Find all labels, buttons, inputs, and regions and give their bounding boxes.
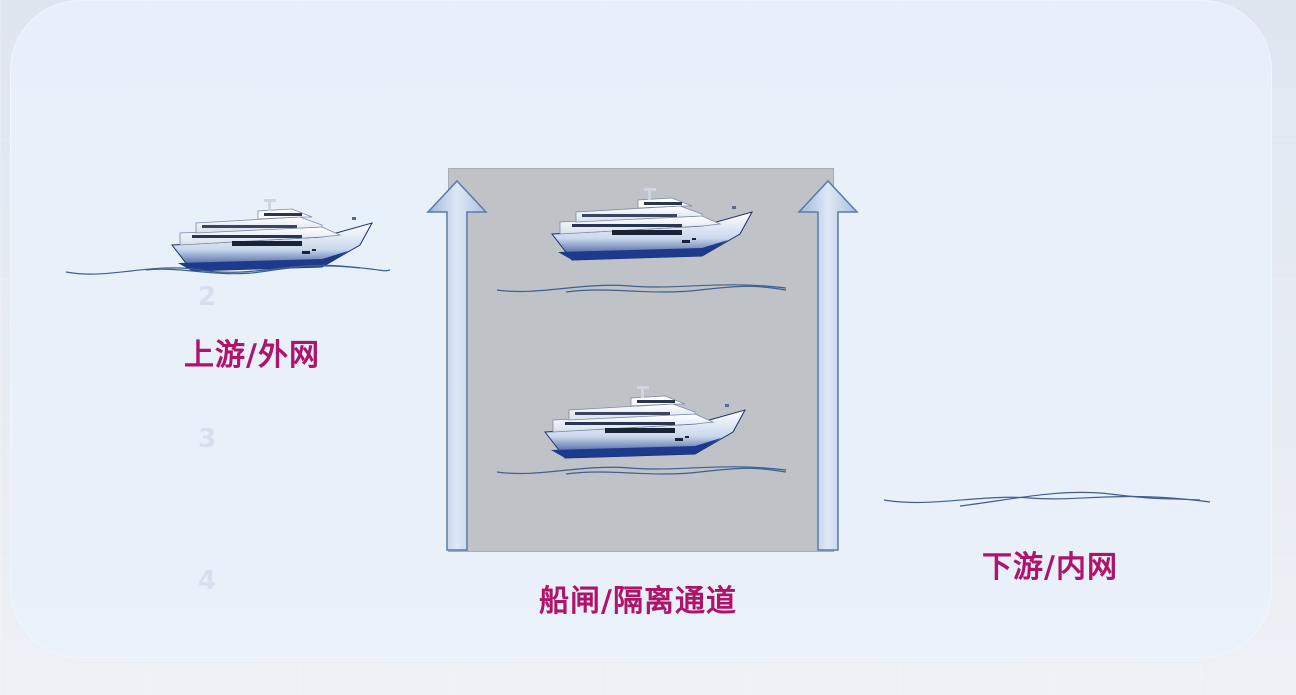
ship-upstream [171,198,373,272]
water-wave-downstream [883,491,1211,507]
background-number: 4 [198,566,217,596]
water-wave-lock-upper [496,284,787,293]
background-number: 3 [198,424,217,454]
up-arrow-right [797,179,859,551]
ship-in-lock-lower [544,385,746,459]
label-upstream: 上游/外网 [184,338,320,373]
ship-in-lock-upper [551,187,753,261]
label-lock: 船闸/隔离通道 [539,584,737,619]
up-arrow-left [426,179,488,551]
water-wave-upstream [65,264,391,275]
background-number: 2 [198,282,217,312]
water-wave-lock-lower [496,466,787,475]
label-downstream: 下游/内网 [982,550,1118,585]
